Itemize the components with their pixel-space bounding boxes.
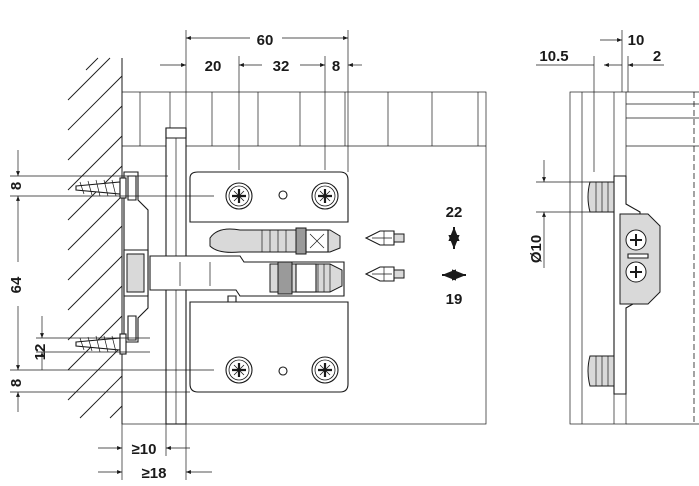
phillips-screw-icon	[625, 229, 647, 251]
phillips-screw-icon	[310, 181, 340, 211]
phillips-screw-icon	[310, 355, 340, 385]
horizontal-adjust-label: 19	[446, 291, 463, 308]
left-dimension-lines	[10, 150, 214, 412]
dim-bottom-8: 8	[8, 379, 25, 387]
dim-min-10: ≥10	[132, 441, 157, 458]
phillips-screwdriver-icon	[364, 230, 405, 246]
wall-bracket	[123, 171, 149, 343]
bottom-dimension-lines	[98, 424, 212, 480]
dim-height-12: 12	[32, 344, 49, 361]
phillips-screw-icon	[224, 355, 254, 385]
wall-screw-upper	[75, 177, 127, 199]
top-dimension-lines	[160, 30, 362, 172]
dim-offset-8: 8	[332, 58, 340, 75]
upper-bracket-plate	[189, 171, 349, 223]
dim-side-10: 10	[628, 32, 645, 49]
wall-section	[67, 57, 123, 424]
lower-bracket-plate	[189, 301, 349, 393]
dim-side-10-5: 10.5	[539, 48, 568, 65]
dim-screw-spacing: 32	[273, 58, 290, 75]
vertical-adjust-label: 22	[446, 204, 463, 221]
side-dimension-lines	[536, 30, 664, 268]
dim-min-18: ≥18	[142, 465, 167, 482]
side-view	[569, 91, 699, 425]
dim-height-64: 64	[8, 276, 25, 293]
dim-offset-20: 20	[205, 58, 222, 75]
dim-overall-width: 60	[257, 32, 274, 49]
adjustment-mechanism	[149, 227, 345, 303]
phillips-screwdriver-icon	[364, 266, 405, 282]
wall-hatching	[67, 57, 123, 419]
dim-diameter-10: Ø10	[528, 235, 545, 263]
phillips-screw-icon	[224, 181, 254, 211]
dim-top-8: 8	[8, 182, 25, 190]
wall-screw-lower	[75, 333, 127, 355]
phillips-screw-icon	[625, 261, 647, 283]
dim-side-2: 2	[653, 48, 661, 65]
cabinet-top-panels	[139, 92, 479, 146]
